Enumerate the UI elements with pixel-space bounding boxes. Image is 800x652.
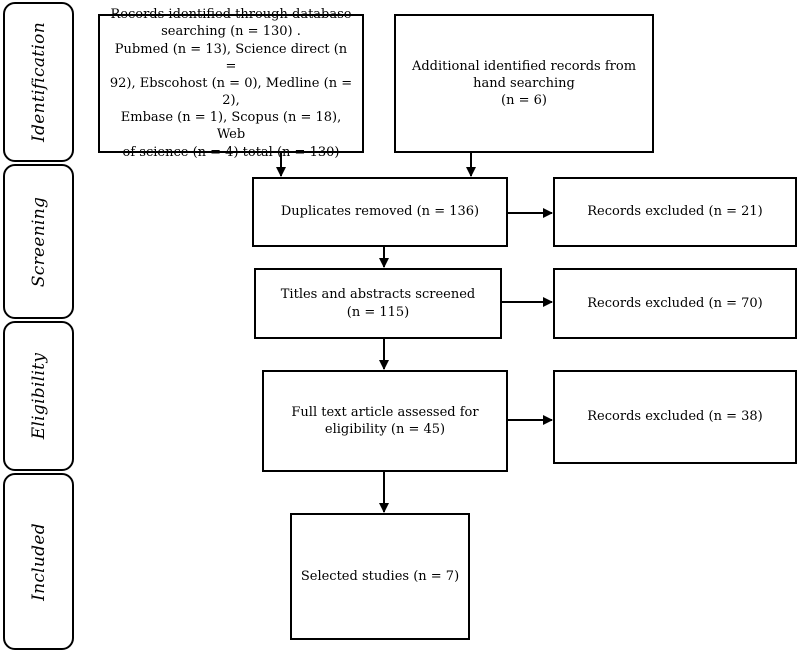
records-excluded-2-label: Records excluded (n = 70) [587, 295, 763, 311]
records-excluded-1-box: Records excluded (n = 21) [553, 177, 797, 247]
database-search-line-1: Records identified through database [110, 7, 352, 23]
titles-abstracts-line-2: (n = 115) [346, 304, 410, 320]
database-search-line-6: of science (n = 4) total (n = 130) [122, 144, 340, 160]
records-excluded-1-label: Records excluded (n = 21) [587, 204, 763, 220]
selected-studies-box: Selected studies (n = 7) [290, 513, 470, 640]
database-search-box: Records identified through database sear… [98, 7, 364, 160]
phase-included: Included [3, 473, 74, 650]
records-excluded-3-label: Records excluded (n = 38) [587, 409, 763, 425]
hand-search-line-2: hand searching [473, 75, 575, 91]
duplicates-removed-box: Duplicates removed (n = 136) [252, 177, 508, 247]
database-search-line-3: Pubmed (n = 13), Science direct (n = [114, 41, 348, 74]
records-excluded-2-box: Records excluded (n = 70) [553, 268, 797, 339]
full-text-line-2: eligibility (n = 45) [324, 422, 446, 437]
phase-eligibility: Eligibility [3, 321, 74, 471]
records-excluded-3-box: Records excluded (n = 38) [553, 370, 797, 464]
database-search-line-2: searching (n = 130) . [161, 24, 301, 40]
database-search-line-4: 92), Ebscohost (n = 0), Medline (n = 2), [109, 75, 353, 109]
titles-abstracts-line-1: Titles and abstracts screened [280, 287, 476, 303]
hand-search-line-1: Additional identified records from [411, 58, 637, 74]
selected-studies-label: Selected studies (n = 7) [300, 568, 460, 584]
hand-search-box: Additional identified records from hand … [394, 14, 654, 153]
full-text-box: Full text article assessed for eligibili… [262, 370, 508, 472]
phase-screening: Screening [3, 164, 74, 319]
titles-abstracts-box: Titles and abstracts screened (n = 115) [254, 268, 502, 339]
hand-search-line-3: (n = 6) [501, 93, 547, 109]
duplicates-removed-label: Duplicates removed (n = 136) [280, 204, 480, 220]
full-text-line-1: Full text article assessed for [291, 404, 479, 420]
phase-identification: Identification [3, 2, 74, 162]
database-search-line-5: Embase (n = 1), Scopus (n = 18), Web [120, 110, 342, 143]
